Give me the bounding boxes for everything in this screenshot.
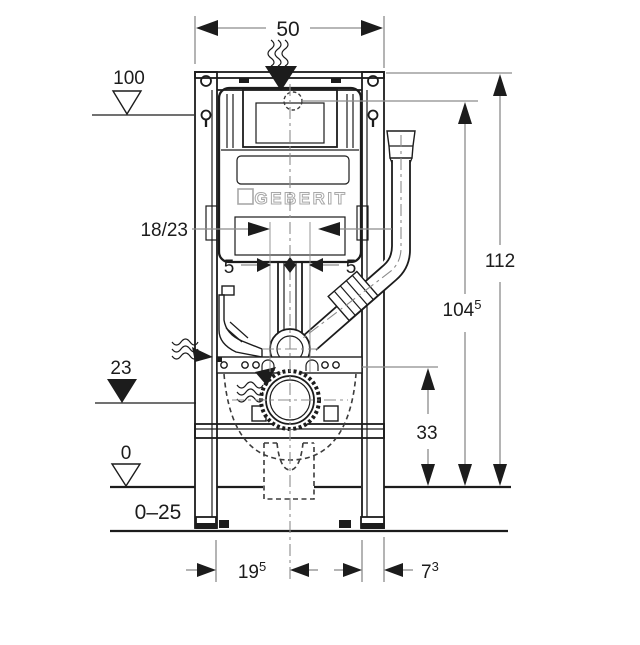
- logo-square-icon: [237, 188, 254, 205]
- level-marker-23: 23: [95, 358, 196, 404]
- geberit-logo: GEBERIT: [237, 188, 347, 209]
- level-100-label: 100: [113, 68, 145, 89]
- level-triangle-icon: [111, 90, 143, 116]
- top-rail-tab: [239, 78, 249, 83]
- dim-offset-5: 5 5: [224, 222, 357, 372]
- center-lines: [232, 84, 402, 583]
- level-triangle-filled-icon: [107, 379, 137, 403]
- dim-5-left-label: 5: [224, 257, 235, 278]
- level-marker-0: 0: [110, 443, 142, 488]
- level-marker-100: 100: [92, 68, 194, 116]
- rail-bracket: [356, 205, 369, 241]
- dim-73-label: 73: [421, 559, 439, 583]
- discharge-pipe: [302, 130, 416, 351]
- dim-195-label: 195: [238, 559, 266, 583]
- rail-bracket: [205, 205, 218, 241]
- floor-buildup-label: 0–25: [135, 501, 182, 524]
- dim-5-right-label: 5: [346, 257, 357, 278]
- dim-rail-width: 73: [334, 537, 439, 583]
- top-rail-tab: [331, 78, 341, 83]
- corner-screw-icon: [367, 75, 379, 87]
- flush-pipe: [277, 262, 303, 333]
- corner-screw-icon: [200, 75, 212, 87]
- level-triangle-icon: [110, 463, 142, 488]
- floor-lines: [110, 485, 511, 533]
- dim-frame-width: 50: [194, 16, 385, 68]
- level-23-label: 23: [110, 358, 131, 379]
- dim-112-label: 112: [485, 251, 515, 272]
- dim-height-104: 1045: [302, 100, 482, 486]
- odour-extraction-top-icon: [265, 39, 297, 91]
- pipe-coupling: [327, 270, 379, 322]
- dim-outlet-height: 33: [362, 366, 438, 486]
- odour-vent-bottom-icon: [236, 367, 276, 403]
- dim-50-label: 50: [276, 18, 299, 41]
- filling-valve: [218, 285, 263, 358]
- dim-inlet-range: 18/23: [140, 220, 392, 241]
- mounting-frame: [194, 71, 385, 529]
- dim-104-label: 1045: [443, 297, 482, 321]
- fixing-screw-icon: [367, 109, 379, 121]
- level-0-label: 0: [121, 443, 132, 464]
- center-diamond-icon: [284, 257, 296, 273]
- dim-1823-label: 18/23: [140, 220, 188, 241]
- odour-vent-left-icon: [171, 338, 222, 362]
- dim-foot-offset: 195: [186, 540, 318, 583]
- fixing-screw-icon: [200, 109, 212, 121]
- dim-total-height: 112: [386, 72, 515, 486]
- dim-33-label: 33: [416, 423, 437, 444]
- brand-logo-text: GEBERIT: [254, 189, 347, 208]
